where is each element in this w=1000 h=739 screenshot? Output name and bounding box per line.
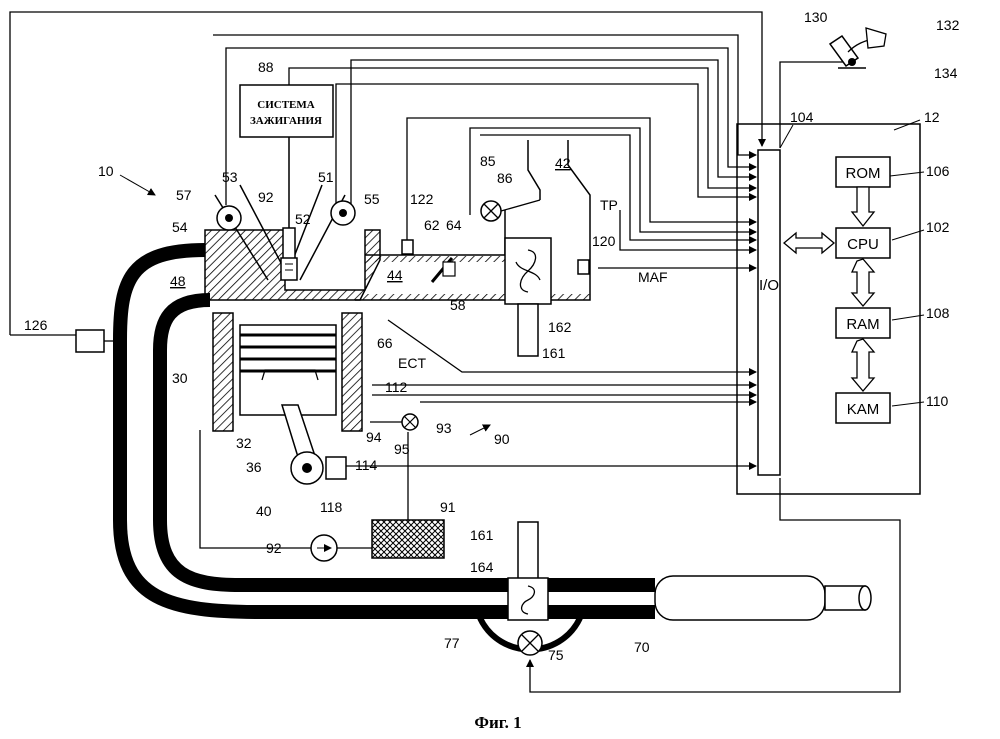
ignition-system-box bbox=[240, 85, 333, 137]
label-93: 93 bbox=[436, 420, 452, 436]
label-130: 130 bbox=[804, 9, 828, 25]
ignition-label-1: СИСТЕМА bbox=[257, 99, 315, 111]
label-36: 36 bbox=[246, 459, 262, 475]
turbine-164 bbox=[508, 522, 548, 620]
label-92-fuel-pump: 92 bbox=[266, 540, 282, 556]
piston bbox=[240, 325, 336, 415]
label-161-lower: 161 bbox=[470, 527, 494, 543]
label-42: 42 bbox=[555, 155, 571, 171]
kam-label: KAM bbox=[847, 401, 880, 418]
label-104: 104 bbox=[790, 109, 814, 125]
io-label: I/O bbox=[759, 277, 779, 294]
label-48: 48 bbox=[170, 273, 186, 289]
label-88: 88 bbox=[258, 59, 274, 75]
exhaust-cam bbox=[331, 201, 355, 225]
label-126: 126 bbox=[24, 317, 48, 333]
label-132: 132 bbox=[936, 17, 960, 33]
crankshaft bbox=[282, 405, 346, 484]
label-112: 112 bbox=[385, 379, 408, 395]
label-62: 62 bbox=[424, 217, 440, 233]
label-77: 77 bbox=[444, 635, 460, 651]
label-92-spark: 92 bbox=[258, 189, 274, 205]
label-58: 58 bbox=[450, 297, 466, 313]
intake-cam bbox=[217, 206, 241, 230]
label-106: 106 bbox=[926, 163, 950, 179]
label-122: 122 bbox=[410, 191, 434, 207]
muffler-70 bbox=[655, 576, 871, 620]
ram-label: RAM bbox=[846, 316, 879, 333]
label-75: 75 bbox=[548, 647, 564, 663]
wastegate-75 bbox=[480, 618, 580, 655]
label-44: 44 bbox=[387, 267, 403, 283]
label-85: 85 bbox=[480, 153, 496, 169]
exhaust-sensor-126 bbox=[76, 330, 104, 352]
label-95: 95 bbox=[394, 441, 410, 457]
compressor-162 bbox=[505, 238, 551, 356]
label-30: 30 bbox=[172, 370, 188, 386]
label-57: 57 bbox=[176, 187, 192, 203]
label-102: 102 bbox=[926, 219, 950, 235]
label-52: 52 bbox=[295, 211, 311, 227]
rom-label: ROM bbox=[846, 165, 881, 182]
label-86: 86 bbox=[497, 170, 513, 186]
maf-sensor-120 bbox=[578, 260, 589, 274]
label-164: 164 bbox=[470, 559, 494, 575]
label-66: 66 bbox=[377, 335, 393, 351]
label-tp: TP bbox=[600, 197, 618, 213]
label-32: 32 bbox=[236, 435, 252, 451]
label-120: 120 bbox=[592, 233, 616, 249]
label-70: 70 bbox=[634, 639, 650, 655]
label-118: 118 bbox=[320, 499, 343, 515]
label-53: 53 bbox=[222, 169, 238, 185]
label-162: 162 bbox=[548, 319, 572, 335]
label-108: 108 bbox=[926, 305, 950, 321]
label-55: 55 bbox=[364, 191, 380, 207]
label-90: 90 bbox=[494, 431, 510, 447]
io-block bbox=[758, 150, 780, 475]
bypass-valve-85 bbox=[481, 200, 540, 221]
label-54: 54 bbox=[172, 219, 188, 235]
figure-caption: Фиг. 1 bbox=[474, 713, 521, 732]
label-134: 134 bbox=[934, 65, 958, 81]
label-64: 64 bbox=[446, 217, 462, 233]
label-40: 40 bbox=[256, 503, 272, 519]
label-94: 94 bbox=[366, 429, 382, 445]
cpu-label: CPU bbox=[847, 236, 879, 253]
cylinder-wall-left bbox=[213, 313, 233, 431]
label-51: 51 bbox=[318, 169, 334, 185]
label-ect: ECT bbox=[398, 355, 426, 371]
bus-arrows bbox=[784, 187, 874, 391]
cylinder-wall-right bbox=[342, 313, 362, 431]
label-maf: MAF bbox=[638, 269, 668, 285]
label-114: 114 bbox=[355, 457, 378, 473]
label-12: 12 bbox=[924, 109, 940, 125]
label-110: 110 bbox=[926, 393, 949, 409]
ignition-label-2: ЗАЖИГАНИЯ bbox=[250, 115, 322, 127]
spark-plug bbox=[281, 228, 297, 280]
label-91: 91 bbox=[440, 499, 456, 515]
label-10: 10 bbox=[98, 163, 114, 179]
label-161-upper: 161 bbox=[542, 345, 566, 361]
